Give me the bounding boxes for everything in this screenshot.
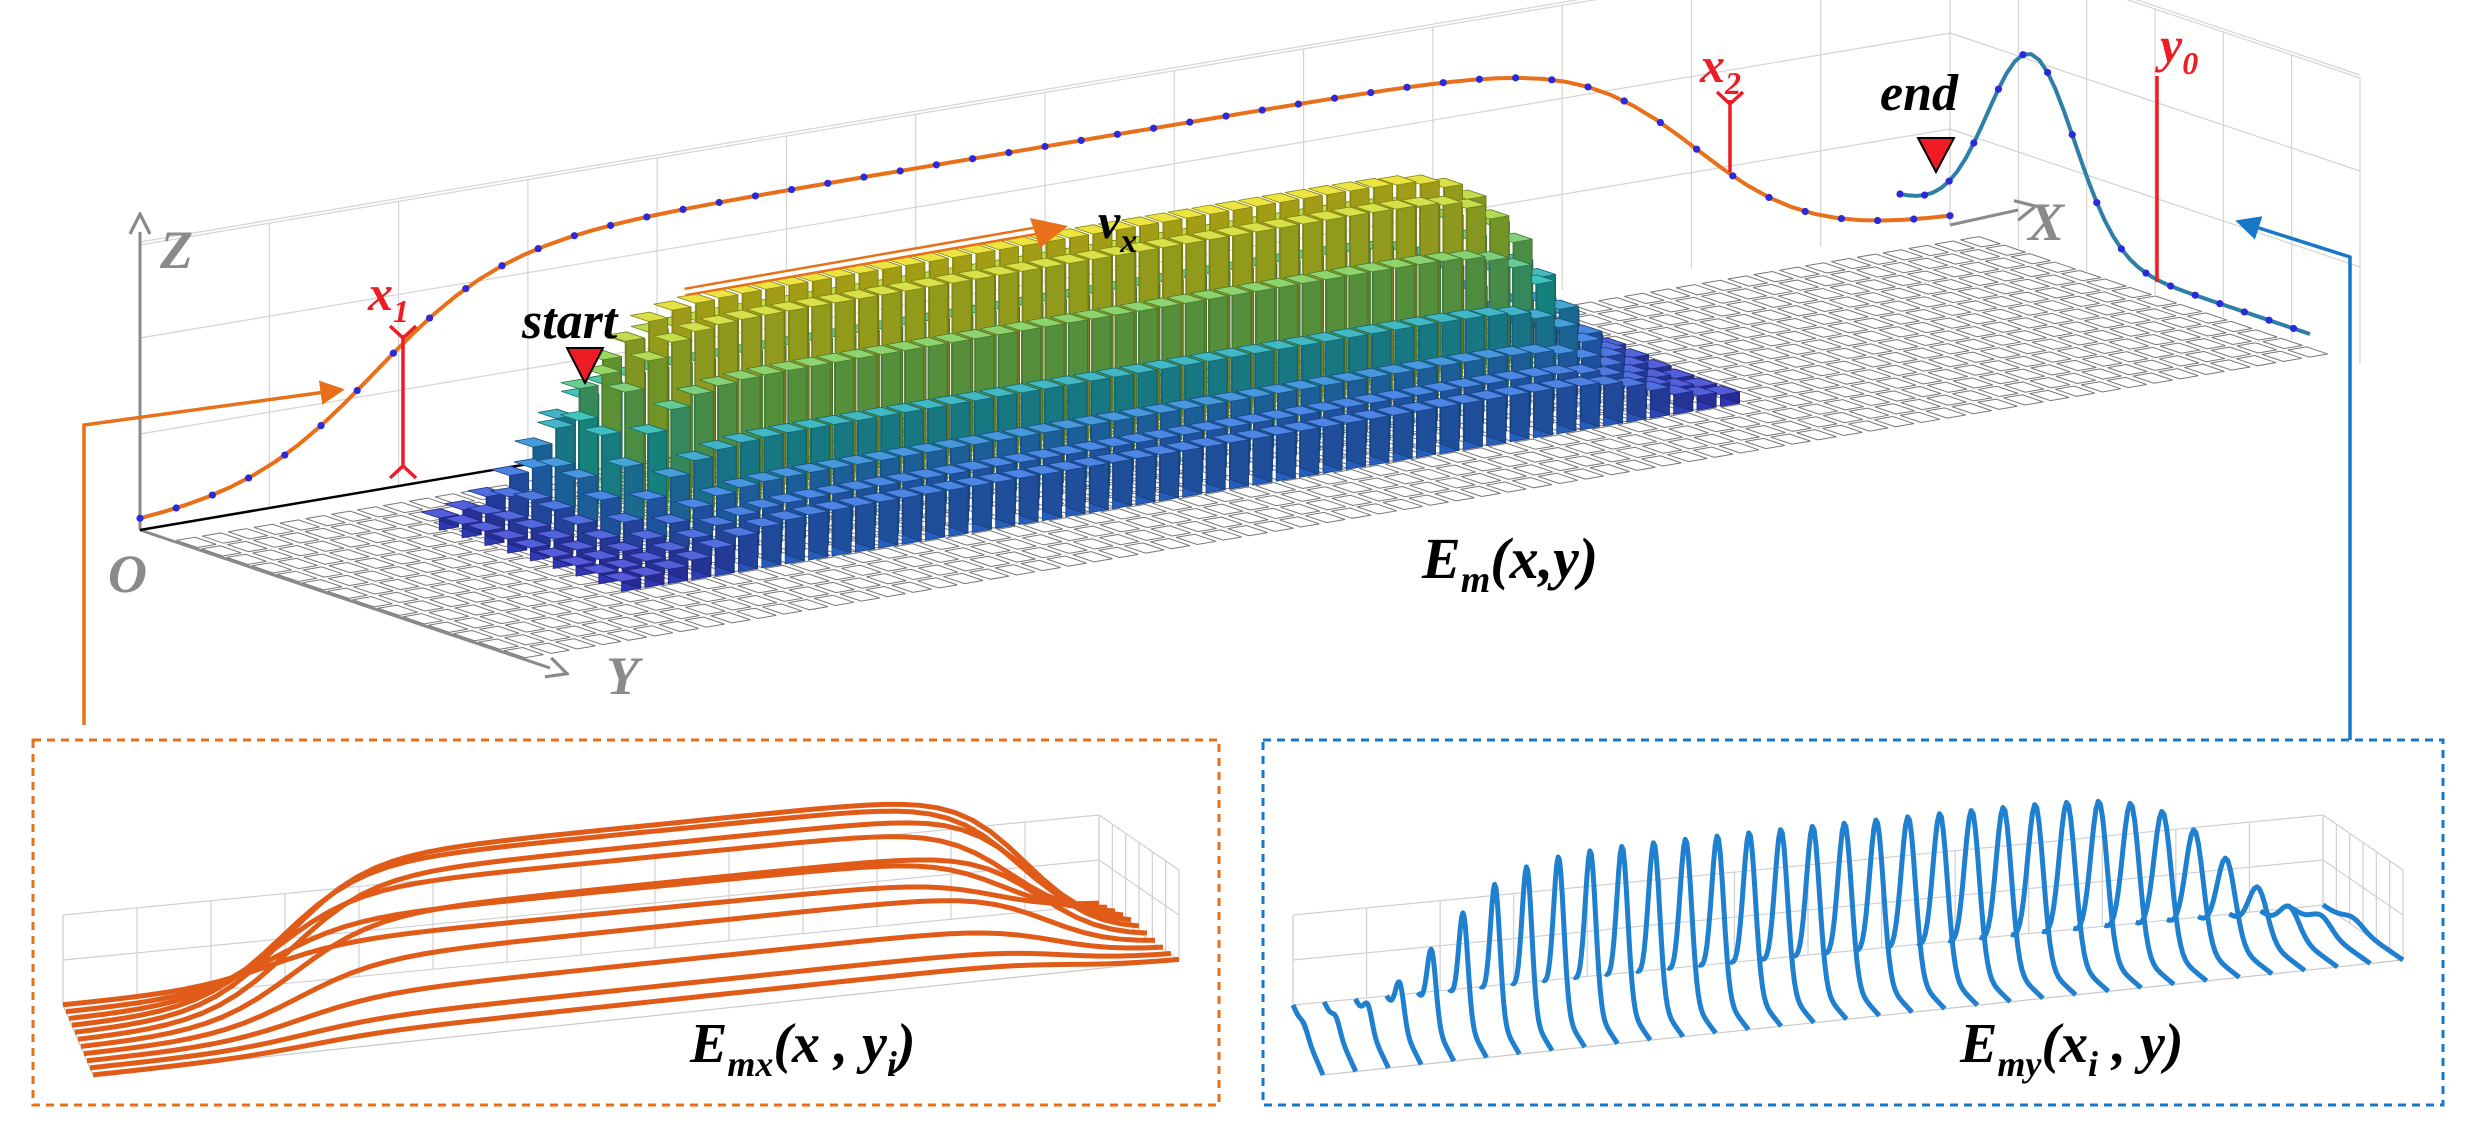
origin-label: O — [108, 544, 147, 604]
end-label: end — [1880, 65, 1959, 122]
x2-marker — [1715, 90, 1745, 172]
y-axis — [139, 528, 550, 668]
y0-label: y0 — [2155, 17, 2198, 81]
velocity-label: vx — [1098, 193, 1137, 260]
emx-label: Emx(x , yi) — [689, 1013, 916, 1084]
y-axis-label: Y — [606, 646, 644, 706]
end-triangle — [1916, 137, 1956, 175]
x2-label: x2 — [1699, 37, 1741, 101]
energy-bars-3d — [420, 174, 1740, 592]
start-label: start — [521, 293, 619, 350]
em-label: Em(x,y) — [1421, 526, 1598, 601]
x-profile-markers — [136, 74, 1954, 522]
emy-label: Emy(xi , y) — [1959, 1013, 2184, 1084]
z-axis-label: Z — [159, 220, 193, 280]
velocity-arrow — [684, 218, 1068, 297]
blue-connector — [2235, 216, 2352, 740]
emx-panel — [31, 738, 1221, 1107]
y-profile-markers — [1896, 51, 2298, 333]
x1-label: x1 — [367, 265, 409, 329]
x-axis-label: X — [2026, 192, 2066, 252]
orange-connector — [82, 380, 345, 725]
start-triangle — [565, 347, 605, 386]
x1-marker — [388, 324, 418, 480]
emy-panel — [1261, 738, 2445, 1107]
x-axis — [139, 460, 541, 532]
x-axis-far — [1949, 210, 2018, 227]
axes — [140, 210, 2018, 668]
